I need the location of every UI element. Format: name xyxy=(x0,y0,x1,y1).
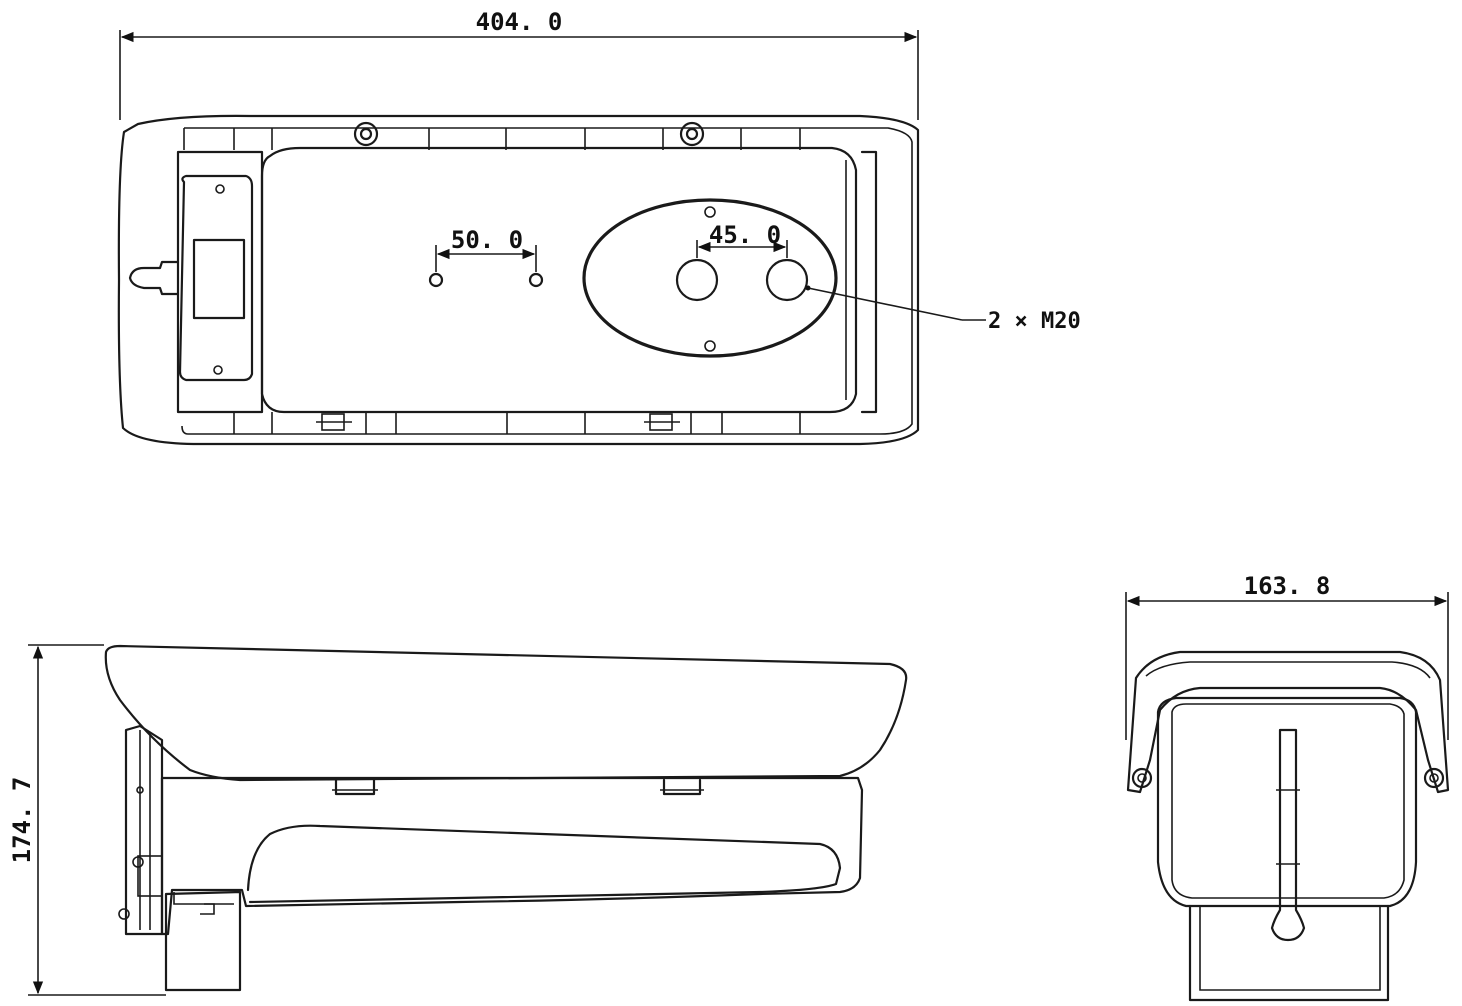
m20-note: 2 × M20 xyxy=(988,309,1081,334)
front-width-label: 163. 8 xyxy=(1244,572,1331,600)
top-ribs xyxy=(233,128,801,434)
top-width-dimension: 404. 0 xyxy=(119,8,919,120)
side-height-dimension: 174. 7 xyxy=(8,644,166,996)
top-rear-plate xyxy=(178,174,254,382)
front-body-inner xyxy=(1171,703,1405,899)
side-cutout xyxy=(246,824,842,904)
cable-hole-1 xyxy=(675,258,719,302)
side-height-label: 174. 7 xyxy=(8,777,36,864)
side-clips xyxy=(332,778,704,796)
top-view: 404. 0 xyxy=(117,8,1081,446)
mount-holes-50: 50. 0 xyxy=(428,226,544,288)
cable-entry-plate: 45. 0 xyxy=(582,198,838,358)
top-width-label: 404. 0 xyxy=(476,8,563,36)
front-view: 163. 8 xyxy=(1125,572,1450,1002)
top-screw-bosses xyxy=(353,121,705,147)
top-rear-frame xyxy=(176,150,264,414)
top-housing-outline xyxy=(117,114,920,446)
side-main-body xyxy=(160,776,864,936)
front-sunshield xyxy=(1126,650,1450,794)
front-body xyxy=(1156,696,1418,908)
cable-hole-2 xyxy=(765,258,809,302)
front-sunshield-inner xyxy=(1145,661,1431,679)
m20-callout: 2 × M20 xyxy=(805,285,1081,334)
side-view: 174. 7 xyxy=(8,644,908,996)
front-ear-bosses xyxy=(1131,767,1445,789)
top-camera-body xyxy=(260,146,858,414)
top-hinges xyxy=(316,413,680,431)
side-sunshield xyxy=(104,644,908,782)
front-bracket-arm xyxy=(1270,728,1306,942)
front-width-dimension: 163. 8 xyxy=(1125,572,1449,740)
front-mount-box xyxy=(1188,904,1390,1002)
mount-spacing-label: 50. 0 xyxy=(451,226,523,254)
cable-spacing-label: 45. 0 xyxy=(709,221,781,249)
side-rear-bracket xyxy=(118,724,164,936)
front-mount-box-inner xyxy=(1199,906,1381,991)
top-rear-lug xyxy=(128,260,180,296)
side-connector-box xyxy=(164,890,242,992)
top-front-frame xyxy=(860,150,878,414)
